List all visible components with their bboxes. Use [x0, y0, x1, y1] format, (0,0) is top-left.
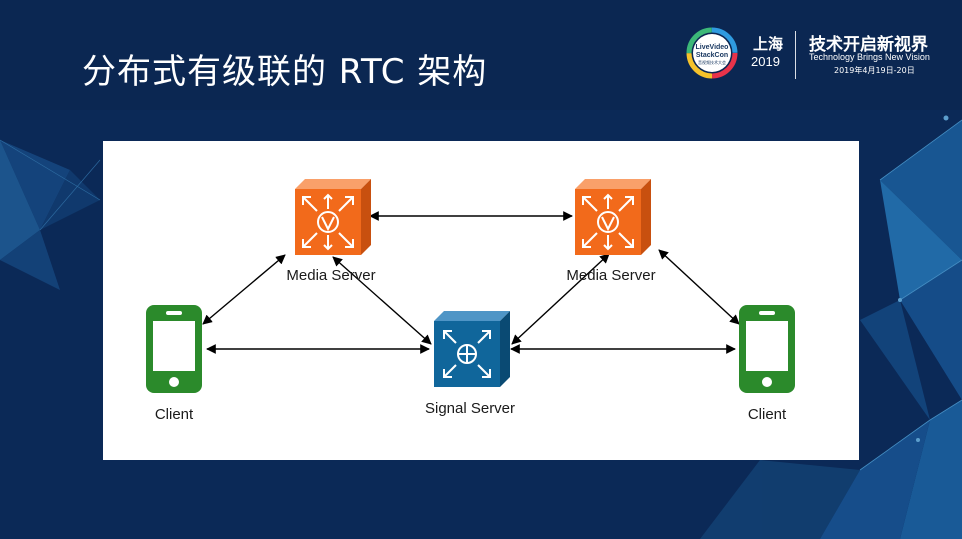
media-server-left-icon — [295, 179, 371, 255]
arrow-media-left-signal — [332, 256, 432, 345]
media-server-right-icon — [575, 179, 651, 255]
signal-server-label: Signal Server — [424, 400, 516, 417]
connectors — [202, 211, 740, 354]
slogan-english: Technology Brings New Vision — [809, 52, 930, 62]
logo-text-line3: 音视频技术大会 — [698, 59, 726, 65]
arrow-media-right-client-right — [658, 249, 740, 325]
logo-text-line1: LiveVideo — [696, 44, 729, 51]
arrow-client-left-media-left — [202, 254, 286, 325]
slide-title: 分布式有级联的 RTC 架构 — [82, 52, 488, 92]
logo-text-line2: StackCon — [696, 52, 728, 59]
architecture-diagram-panel: Media Server Media Server Signal Server … — [103, 141, 859, 460]
client-right-label: Client — [747, 406, 787, 423]
client-right-phone-icon — [739, 305, 795, 393]
slogan-chinese: 技术开启新视界 — [809, 35, 928, 55]
logo-divider — [795, 31, 796, 79]
client-left-phone-icon — [146, 305, 202, 393]
event-date: 2019年4月19日-20日 — [834, 66, 915, 75]
signal-server-icon — [434, 311, 510, 387]
media-server-left-label: Media Server — [286, 267, 376, 284]
media-server-right-label: Media Server — [566, 267, 656, 284]
arrow-signal-media-right — [511, 253, 610, 345]
client-left-label: Client — [154, 406, 194, 423]
rtc-architecture-diagram — [146, 179, 795, 393]
logo-city: 上海 — [753, 35, 784, 53]
livevideostackcon-logo: LiveVideo StackCon 音视频技术大会 — [686, 27, 738, 79]
logo-year: 2019 — [751, 54, 780, 69]
